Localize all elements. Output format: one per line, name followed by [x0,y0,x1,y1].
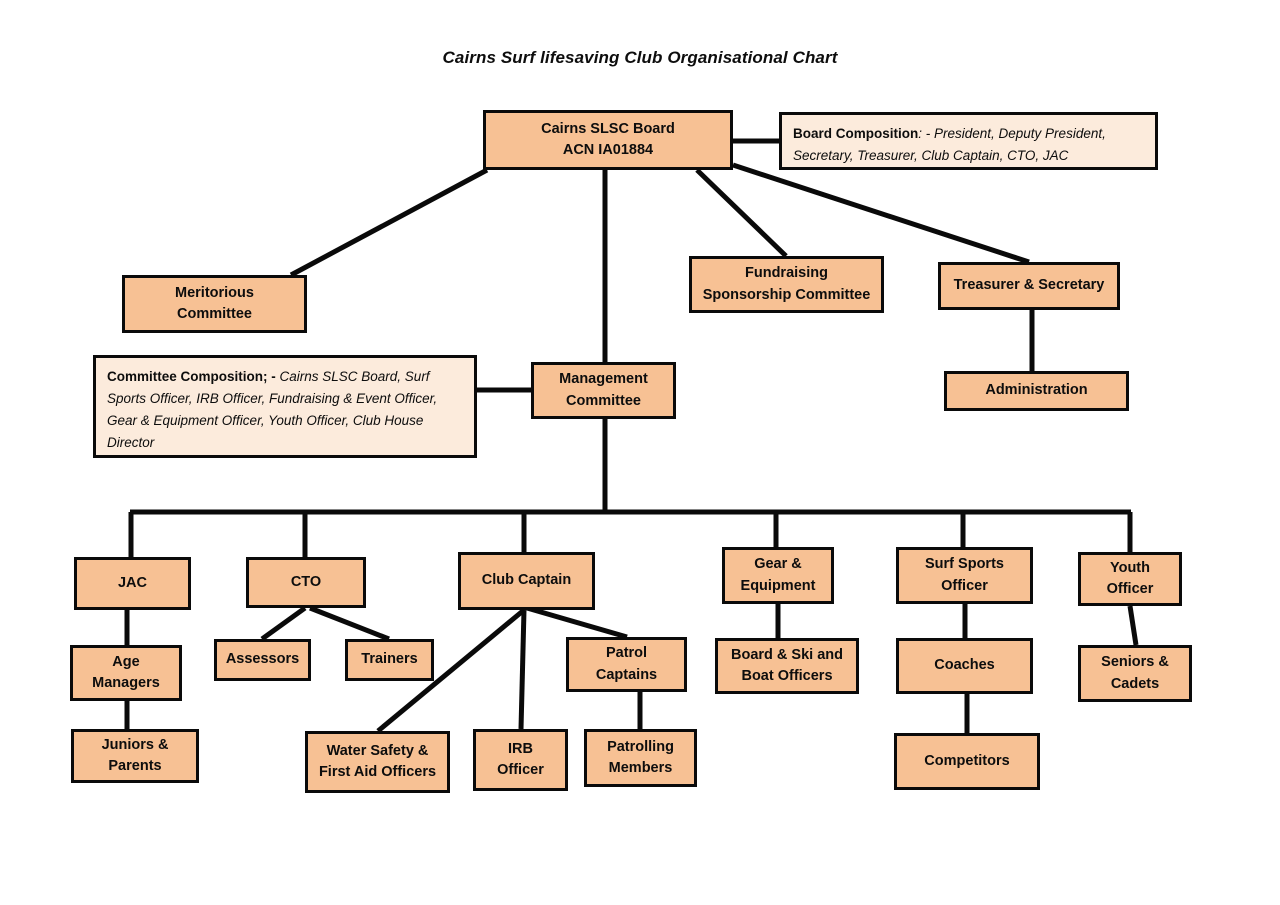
edge-club-captain-to-irb [518,609,527,730]
node-jac-line1: JAC [117,574,147,591]
note-committee-composition: Committee Composition; - Cairns SLSC Boa… [93,355,477,458]
node-trainers[interactable]: Trainers [345,639,434,681]
node-seniors-cadets[interactable]: Seniors & Cadets [1078,645,1192,702]
node-board-ski-boat-officers[interactable]: Board & Ski and Boat Officers [715,638,859,694]
node-cto[interactable]: CTO [246,557,366,608]
node-youth-officer-line2: Officer [1106,581,1154,597]
note-board-composition-body: : - President, Deputy President, Secreta… [793,126,1106,163]
node-patrol-captains-line2: Captains [595,666,658,683]
node-jac[interactable]: JAC [74,557,191,610]
node-age-managers-line1: Age [112,653,140,670]
node-fundraising-sponsorship-committee[interactable]: Fundraising Sponsorship Committee [689,256,884,313]
edge-board-to-fundraising [695,168,788,258]
node-administration[interactable]: Administration [944,371,1129,411]
node-patrolling-members[interactable]: Patrolling Members [584,729,697,787]
node-meritorious-committee-line1: Meritorious [175,284,254,301]
edge-board-to-meritorious [289,167,489,278]
node-coaches[interactable]: Coaches [896,638,1033,694]
node-water-safety-line1: Water Safety & [326,742,429,759]
node-trainers-line1: Trainers [361,651,418,668]
node-irb-officer-line2: Officer [497,762,544,778]
node-cairns-slsc-board-line2: ACN IA01884 [562,142,654,158]
note-board-composition: Board Composition: - President, Deputy P… [779,112,1158,170]
node-gear-equipment[interactable]: Gear & Equipment [722,547,834,604]
node-board-ski-boat-line2: Boat Officers [741,668,833,684]
node-surf-sports-officer-line1: Surf Sports [925,556,1004,573]
node-cairns-slsc-board-line1: Cairns SLSC Board [541,120,675,137]
node-age-managers[interactable]: Age Managers [70,645,182,701]
node-competitors[interactable]: Competitors [894,733,1040,790]
edge-cto-to-assessors [260,605,307,642]
node-juniors-parents-line2: Parents [108,758,162,774]
node-club-captain[interactable]: Club Captain [458,552,595,610]
page-title: Cairns Surf lifesaving Club Organisation… [442,48,838,67]
node-administration-line1: Administration [985,382,1088,399]
node-meritorious-committee-line2: Committee [177,306,252,322]
node-fundraising-line2: Sponsorship Committee [702,286,871,303]
edge-cto-to-trainers [309,605,390,642]
node-seniors-cadets-line2: Cadets [1110,675,1160,692]
note-committee-composition-label: Committee Composition; - [107,369,276,384]
node-irb-officer[interactable]: IRB Officer [473,729,568,791]
node-cairns-slsc-board[interactable]: Cairns SLSC Board ACN IA01884 [483,110,733,170]
node-juniors-parents[interactable]: Juniors & Parents [71,729,199,783]
node-management-committee[interactable]: Management Committee [531,362,676,419]
node-assessors-line1: Assessors [225,651,300,668]
node-youth-officer[interactable]: Youth Officer [1078,552,1182,606]
node-irb-officer-line1: IRB [508,740,533,757]
node-youth-officer-line1: Youth [1110,559,1150,576]
node-patrolling-members-line2: Members [608,760,673,776]
node-meritorious-committee[interactable]: Meritorious Committee [122,275,307,333]
node-gear-equipment-line2: Equipment [740,577,816,594]
node-surf-sports-officer[interactable]: Surf Sports Officer [896,547,1033,604]
node-competitors-line1: Competitors [924,752,1010,769]
node-management-committee-line2: Committee [566,392,641,409]
node-water-safety-first-aid-officers[interactable]: Water Safety & First Aid Officers [305,731,450,793]
note-board-composition-label: Board Composition [793,126,919,141]
node-gear-equipment-line1: Gear & [754,556,802,573]
node-seniors-cadets-line1: Seniors & [1101,654,1169,671]
node-management-committee-line1: Management [559,371,648,388]
note-committee-composition-body: Cairns SLSC Board, Surf Sports Officer, … [107,369,438,450]
node-age-managers-line2: Managers [92,675,160,691]
edge-youth-to-seniors-cadets [1127,605,1139,646]
node-coaches-line1: Coaches [934,657,995,674]
node-club-captain-line1: Club Captain [481,572,572,589]
node-treasurer-secretary[interactable]: Treasurer & Secretary [938,262,1120,310]
node-treasurer-secretary-line1: Treasurer & Secretary [953,277,1105,294]
node-juniors-parents-line1: Juniors & [101,736,169,753]
node-board-ski-boat-line1: Board & Ski and [731,646,843,663]
node-patrolling-members-line1: Patrolling [607,738,674,755]
node-patrol-captains-line1: Patrol [605,645,648,662]
node-surf-sports-officer-line2: Officer [941,577,988,594]
edge-club-captain-to-patrol-captains [526,605,628,640]
node-assessors[interactable]: Assessors [214,639,311,681]
node-cto-line1: CTO [290,573,322,590]
node-patrol-captains[interactable]: Patrol Captains [566,637,687,692]
edge-board-to-treasurer [732,162,1030,265]
node-water-safety-line2: First Aid Officers [318,764,437,780]
node-fundraising-line1: Fundraising [745,265,828,282]
